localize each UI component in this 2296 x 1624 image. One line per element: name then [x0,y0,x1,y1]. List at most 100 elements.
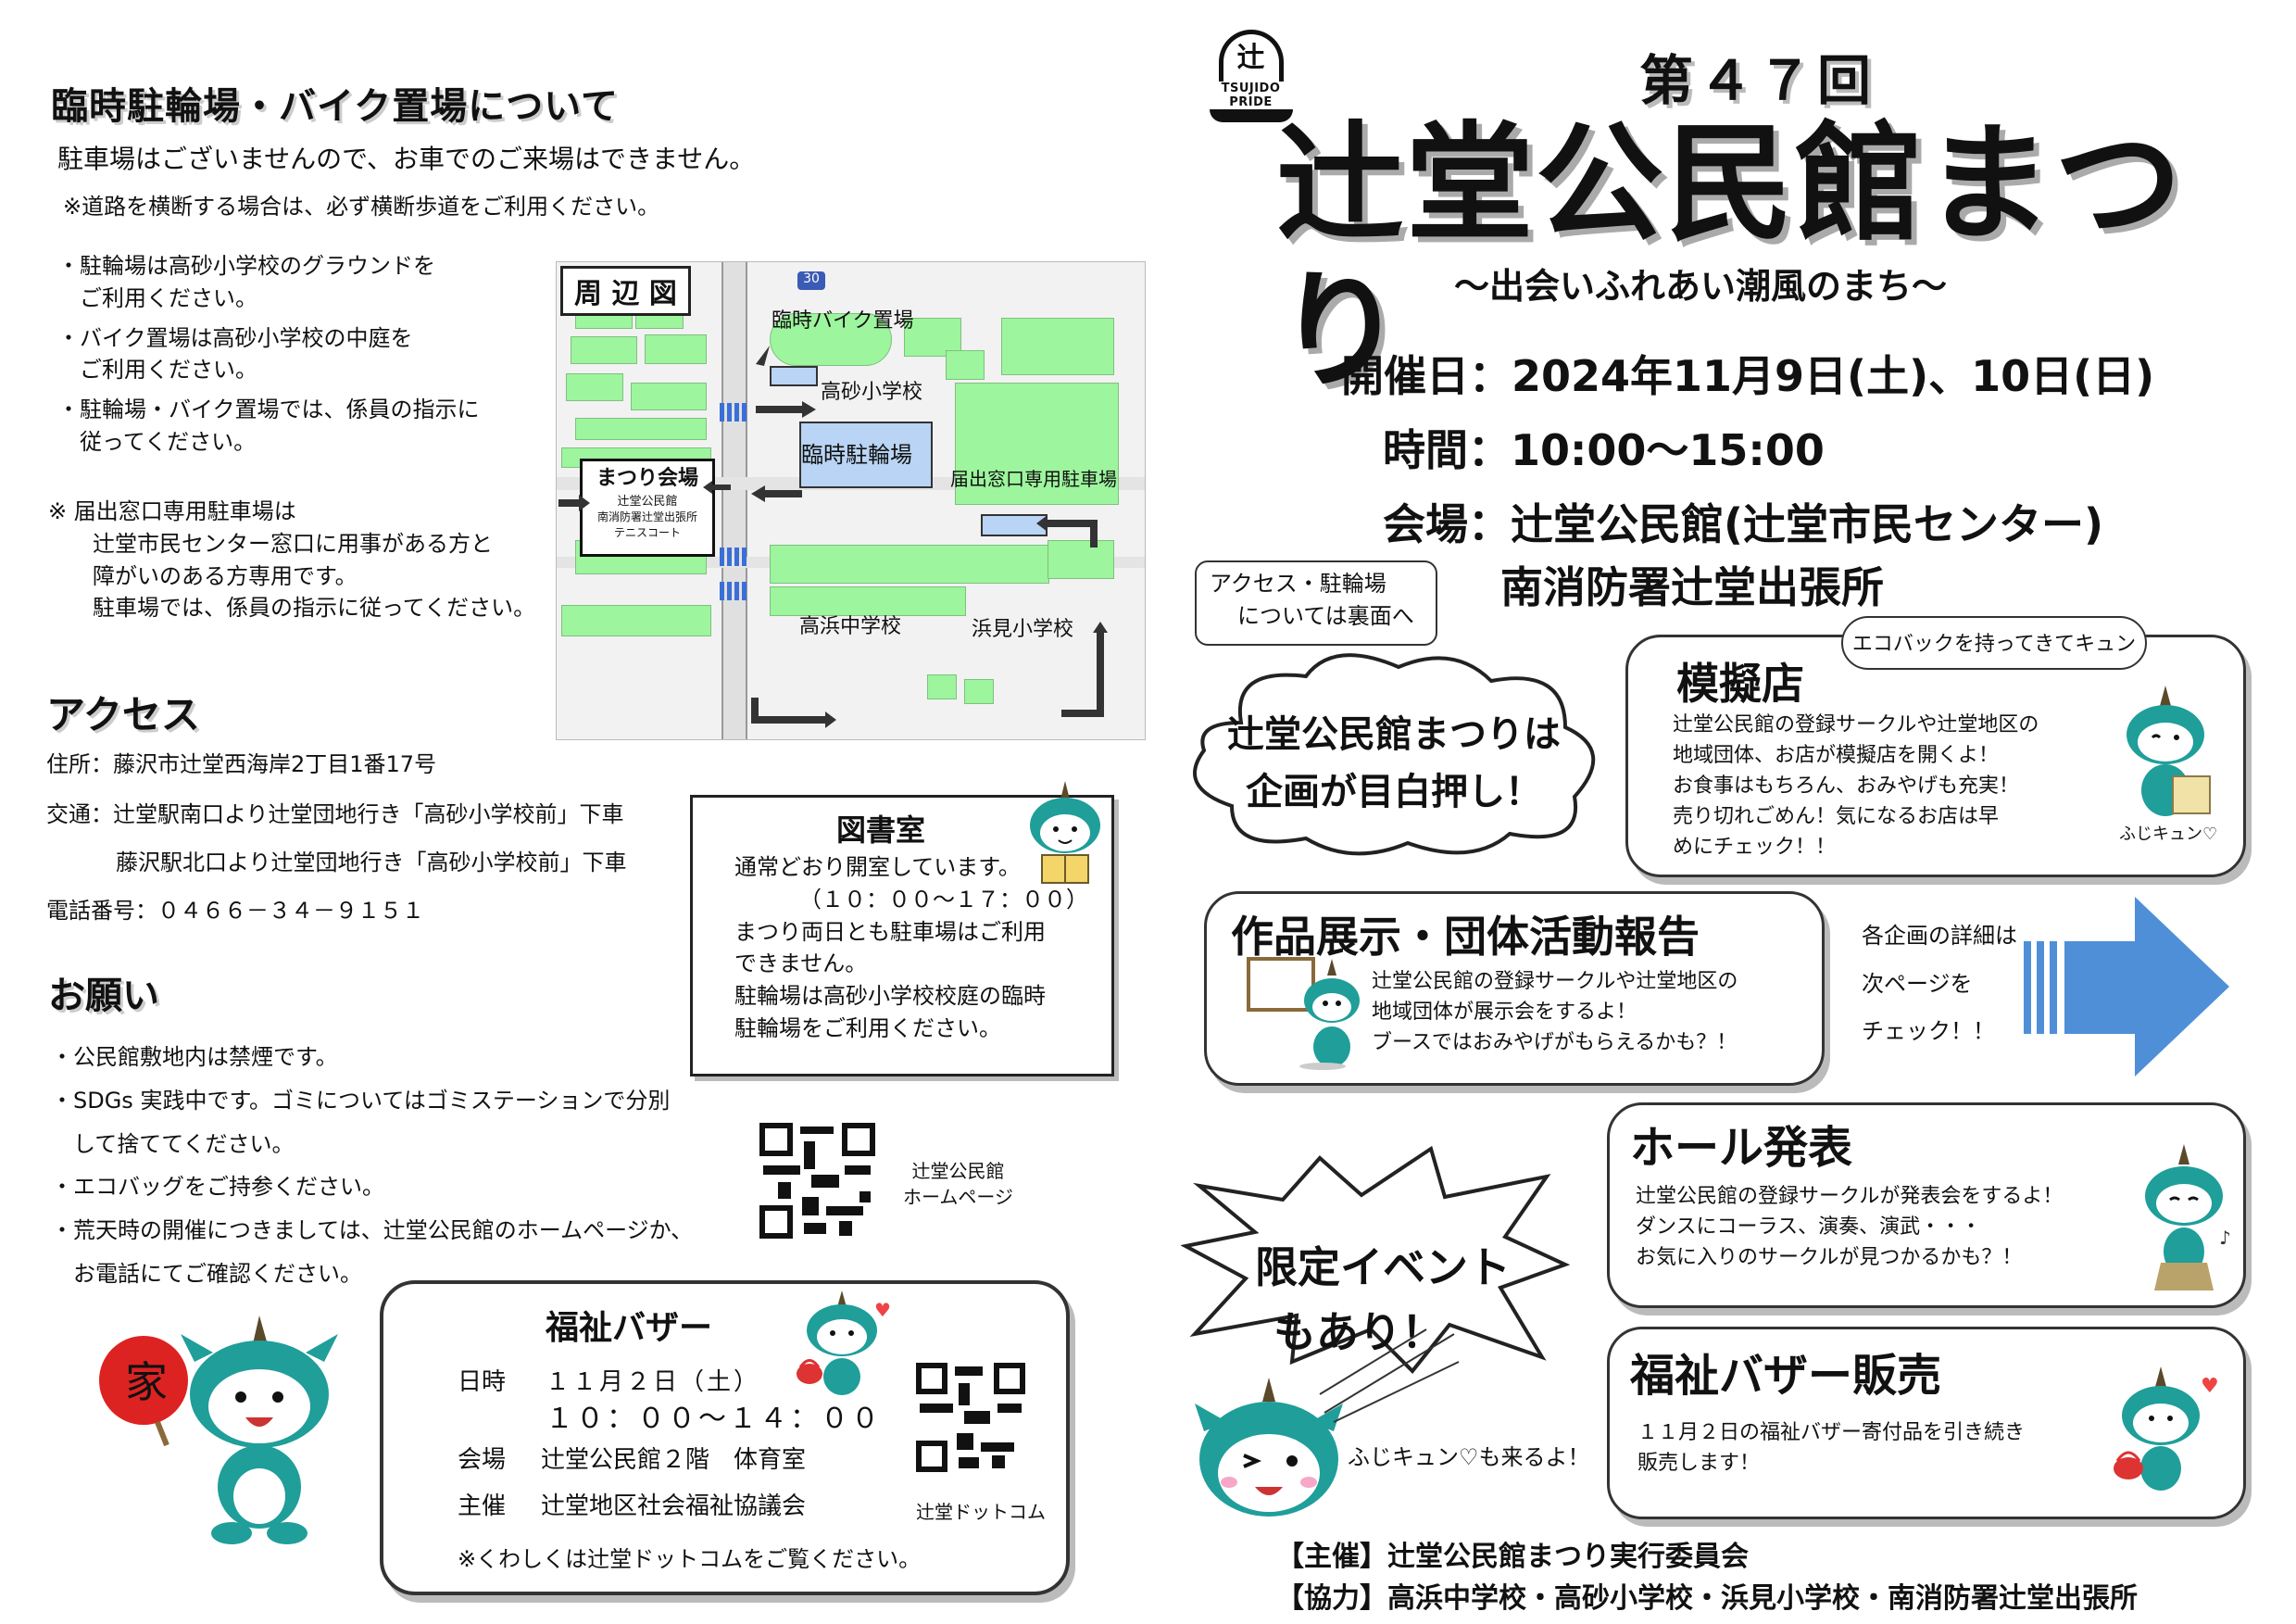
exhibit-line: 地域団体が展示会をするよ！ [1372,1001,1637,1024]
bazaar-venue-value: 辻堂公民館２階 体育室 [541,1446,807,1474]
qr-module [845,1165,871,1175]
map-venue-box: まつり会場 辻堂公民館 南消防署辻堂出張所 テニスコート [580,459,715,557]
qr-module [804,1223,826,1234]
map-block [770,586,966,616]
bazaar-date-value: １１月２日（土） [546,1368,761,1396]
event-time: 時間：10:00～15:00 [1383,425,1825,475]
qr-module [804,1141,815,1169]
qr1-caption: 辻堂公民館 ホームページ [903,1158,1013,1210]
mogi-line: 売り切れごめん！気になるお店は早 [1673,805,2000,828]
next-page-arrow-icon [2024,897,2229,1076]
basket-character-icon: ♥ [2114,1366,2219,1491]
qr-module [964,1411,990,1424]
qr-finder [916,1441,947,1472]
event-venue: 会場：辻堂公民館(辻堂市民センター) [1383,499,2104,549]
parking-line1: 駐車場はございませんので、お車でのご来場はできません。 [57,144,756,174]
logo-text: TSUJIDO PRIDE [1221,82,1281,109]
window-parking-note: ※ 届出窓口専用駐車場は 辻堂市民センター窓口に用事がある方と 障がいのある方専… [48,496,535,624]
bazaar-sale-title: 福祉バザー販売 [1630,1350,1942,1402]
crosswalk [720,403,747,422]
transport-1: 交通：辻堂駅南口より辻堂団地行き「高砂小学校前」下車 [46,801,624,827]
parking-line2: ※道路を横断する場合は、必ず横断歩道をご利用ください。 [63,194,660,220]
hall-title: ホール発表 [1630,1122,1853,1174]
qr-module [959,1383,970,1405]
access-title: アクセス [46,692,200,737]
area-map: 周 辺 図 30 臨時バイク置場 高砂小学校 臨時駐輪場 届出窓口専用駐車場 高… [556,261,1146,740]
request-line: ・荒天時の開催につきましては、辻堂公民館のホームページか、 [51,1217,694,1244]
map-label-window: 届出窓口専用駐車場 [950,468,1117,490]
welfare-bazaar-box: 福祉バザー 日時 １１月２日（土） １０：００～１４：００ 会場 辻堂公民館２階… [380,1280,1070,1595]
mogi-title: 模擬店 [1676,659,1804,709]
note-line: 辻堂市民センター窓口に用事がある方と [48,530,493,557]
bazaar-venue-label: 会場 [458,1446,507,1474]
qr-module [826,1206,863,1215]
hall-line: ダンスにコーラス、演奏、演武・・・ [1636,1215,1982,1239]
eco-bag-bubble: エコバックを持ってきてキュン [1841,616,2147,670]
request-title: お願い [48,975,159,1017]
mogi-line: めにチェック！！ [1673,836,1837,859]
dancing-character-icon: ♪ [2145,1144,2231,1290]
bullet-line: ・バイク置場は高砂小学校の中庭を [57,324,413,351]
venue-label: まつり会場 [596,467,698,490]
mogi-line: お食事はもちろん、おみやげも充実！ [1673,774,2020,798]
map-label-takasago: 高砂小学校 [821,381,923,404]
map-label-hamami: 浜見小学校 [972,618,1074,641]
fujikyun-fan-character-icon: 家 [99,1316,338,1544]
limited-event-2: もあり！ [1273,1307,1444,1357]
library-line: 駐輪場をご利用ください。 [734,1014,1001,1041]
library-lines: 通常どおり開室しています。 （１０：００～１７：００） まつり両日とも駐車場はご… [734,851,1088,1045]
map-block [964,679,994,704]
qr-module [800,1127,834,1134]
crosswalk [720,582,747,600]
tsujido-com-qr-code[interactable] [916,1363,1025,1472]
phone: 電話番号：０４６６－３４－９１５１ [46,898,424,924]
logo-circle: 辻 [1218,30,1284,82]
bike-parking-area [770,366,818,386]
exhibit-lines: 辻堂公民館の登録サークルや辻堂地区の 地域団体が展示会をするよ！ ブースではおみ… [1372,966,1738,1058]
request-line: ・エコバッグをご持参ください。 [51,1174,384,1201]
qr-module [763,1165,800,1175]
request-line: ・SDGs 実践中です。ゴミについてはゴミステーションで分別 [51,1087,671,1114]
festival-title: 辻堂公民館まつり [1276,109,2185,406]
hall-box: ホール発表 辻堂公民館の登録サークルが発表会をするよ！ ダンスにコーラス、演奏、… [1607,1102,2246,1308]
detail-line: 各企画の詳細は [1862,923,2017,949]
request-line: して捨ててください。 [51,1130,295,1157]
burst-shape [1181,1145,1570,1374]
library-line: （１０：００～１７：００） [799,886,1088,913]
qr-module [997,1404,1022,1413]
map-title: 周 辺 図 [560,266,691,316]
qr-module [859,1191,871,1202]
cloud-text-1: 辻堂公民館まつりは [1227,713,1561,756]
map-block [927,674,957,699]
note-line: ※ 届出窓口専用駐車場は [48,498,296,524]
qr-module [955,1366,983,1376]
easel-character-icon [1247,957,1360,1070]
bazaar-note: ※くわしくは辻堂ドットコムをご覧ください。 [458,1546,922,1572]
mogi-line: 地域団体、お店が模擬店を開くよ！ [1673,744,2000,767]
qr-module [839,1221,852,1236]
logo-wave [1209,109,1293,122]
hall-line: お気に入りのサークルが見つかるかも？！ [1636,1246,2023,1269]
request-list: ・公民館敷地内は禁煙です。 ・SDGs 実践中です。ゴミについてはゴミステーショ… [51,1036,693,1296]
qr1-caption-line: ホームページ [903,1186,1013,1208]
qr-module [992,1455,1005,1468]
homepage-qr-code[interactable] [759,1123,875,1239]
map-road [721,262,747,739]
map-arrows [558,346,1108,728]
festival-subtitle: ～出会いふれあい潮風のまち～ [1454,266,1948,307]
library-line: 駐輪場は高砂小学校校庭の臨時 [734,983,1046,1010]
map-block [1001,318,1114,375]
access-note-line: アクセス・駐輪場 [1210,571,1386,597]
library-line: できません。 [734,950,868,977]
cloud-text-2: 企画が目白押し！ [1246,771,1542,813]
library-line: まつり両日とも駐車場はご利用 [734,918,1046,945]
svg-text:♥: ♥ [874,1299,891,1321]
detail-line: 次ページを [1862,970,1973,997]
bullet-line: ・駐輪場・バイク置場では、係員の指示に [57,397,480,423]
bazaar-sale-line: １１月２日の福祉バザー寄付品を引き続き [1637,1421,2026,1444]
tsujido-pride-logo: 辻 TSUJIDO PRIDE [1202,30,1299,122]
svg-text:♪: ♪ [2219,1227,2231,1249]
transport-2: 藤沢駅北口より辻堂団地行き「高砂小学校前」下車 [116,850,627,875]
bullet-line: ・駐輪場は高砂小学校のグラウンドを [57,253,435,279]
window-parking-area [981,514,1048,536]
